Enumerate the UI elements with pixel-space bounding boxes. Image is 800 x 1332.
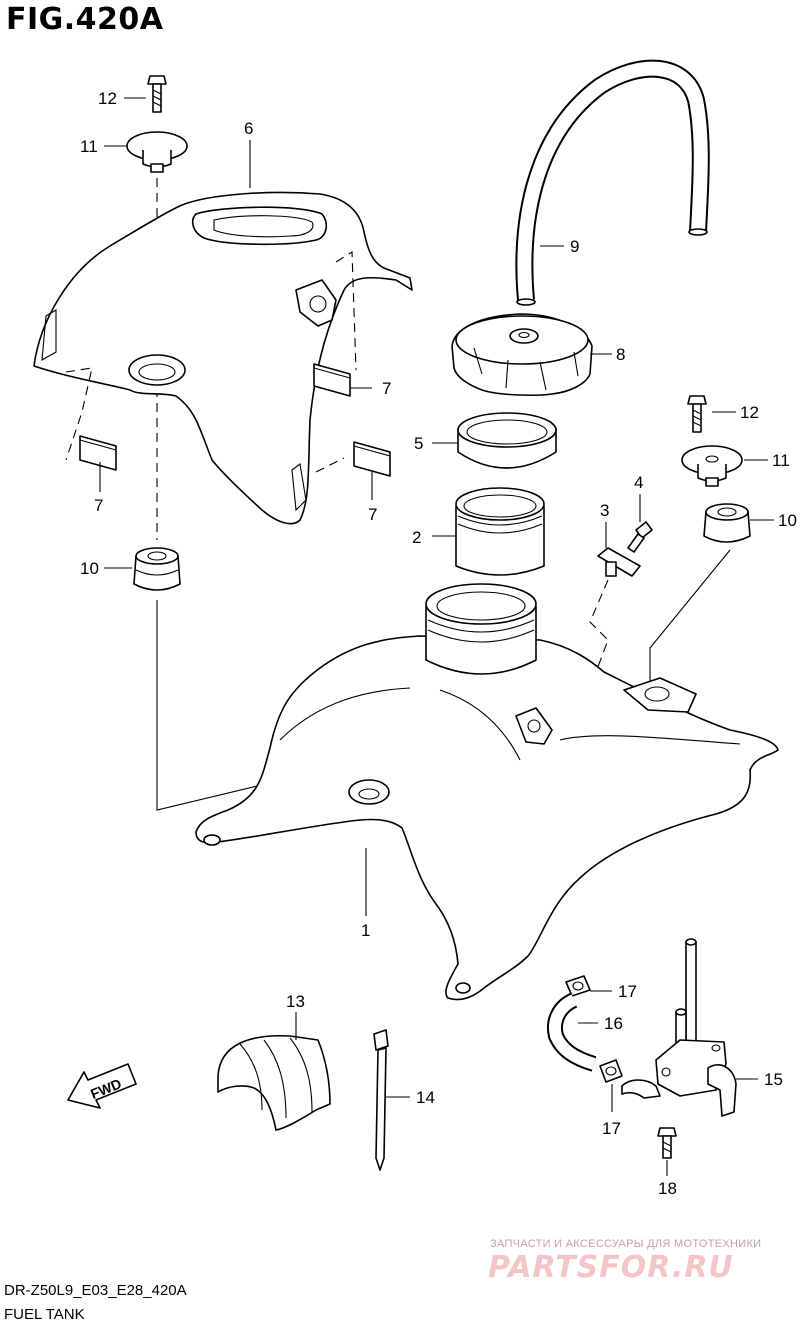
callout-2: 2 [412, 528, 421, 547]
callout-14: 14 [416, 1088, 435, 1107]
callout-10-left: 10 [80, 559, 99, 578]
pad-7-left [79, 435, 117, 471]
watermark-tagline: ЗАПЧАСТИ И АКСЕССУАРЫ ДЛЯ МОТОТЕХНИКИ [490, 1238, 762, 1250]
callout-7-right: 7 [368, 505, 377, 524]
callout-8: 8 [616, 345, 625, 364]
pad-7-right [353, 441, 391, 477]
callout-5: 5 [414, 434, 423, 453]
damper-10-left [133, 547, 181, 591]
callout-10-right: 10 [778, 511, 797, 530]
callout-15: 15 [764, 1070, 783, 1089]
figure-title: FIG.420A [6, 2, 164, 37]
callout-11-right: 11 [772, 451, 790, 470]
seal-ring-5 [457, 412, 557, 469]
fwd-direction-badge: FWD [67, 1063, 137, 1109]
bolt-12-left [147, 75, 167, 113]
callout-11-left: 11 [80, 137, 98, 156]
callout-7-left: 7 [94, 496, 103, 515]
callout-12-left: 12 [98, 89, 117, 108]
damper-10-right [703, 503, 751, 543]
fuel-hose-16 [547, 992, 597, 1072]
fuel-cap-8 [451, 313, 593, 396]
clamp-17-upper [565, 975, 591, 997]
pad-7-mid [313, 363, 351, 397]
callout-7-mid: 7 [382, 379, 391, 398]
callout-18: 18 [658, 1179, 677, 1198]
cable-tie-14 [373, 1029, 389, 1171]
callout-13: 13 [286, 992, 305, 1011]
screw-4 [627, 521, 653, 553]
bolt-12-right [687, 395, 707, 433]
figure-name: FUEL TANK [4, 1306, 85, 1323]
figure-code: DR-Z50L9_E03_E28_420A [4, 1282, 187, 1299]
callout-3: 3 [600, 501, 609, 520]
callout-1: 1 [361, 921, 370, 940]
callout-12-right: 12 [740, 403, 759, 422]
callout-4: 4 [634, 473, 643, 492]
callout-9: 9 [570, 237, 579, 256]
collar-11-right [681, 445, 743, 487]
fuel-tank-1 [195, 583, 779, 1001]
callout-6: 6 [244, 119, 253, 138]
callout-17-lower: 17 [602, 1119, 621, 1138]
clip-3 [597, 547, 641, 577]
collar-11-left [126, 131, 188, 173]
fuel-cock-15 [621, 938, 737, 1117]
callout-17-upper: 17 [618, 982, 637, 1001]
watermark-logo: PARTSFOR.RU [488, 1250, 734, 1285]
breather-hose-9 [515, 59, 710, 306]
callout-16: 16 [604, 1014, 623, 1033]
filler-neck-2 [455, 487, 545, 576]
rubber-damper-13 [217, 1034, 331, 1131]
screw-18 [657, 1127, 677, 1159]
tank-cover-6 [33, 191, 413, 525]
clamp-17-lower [599, 1059, 623, 1083]
